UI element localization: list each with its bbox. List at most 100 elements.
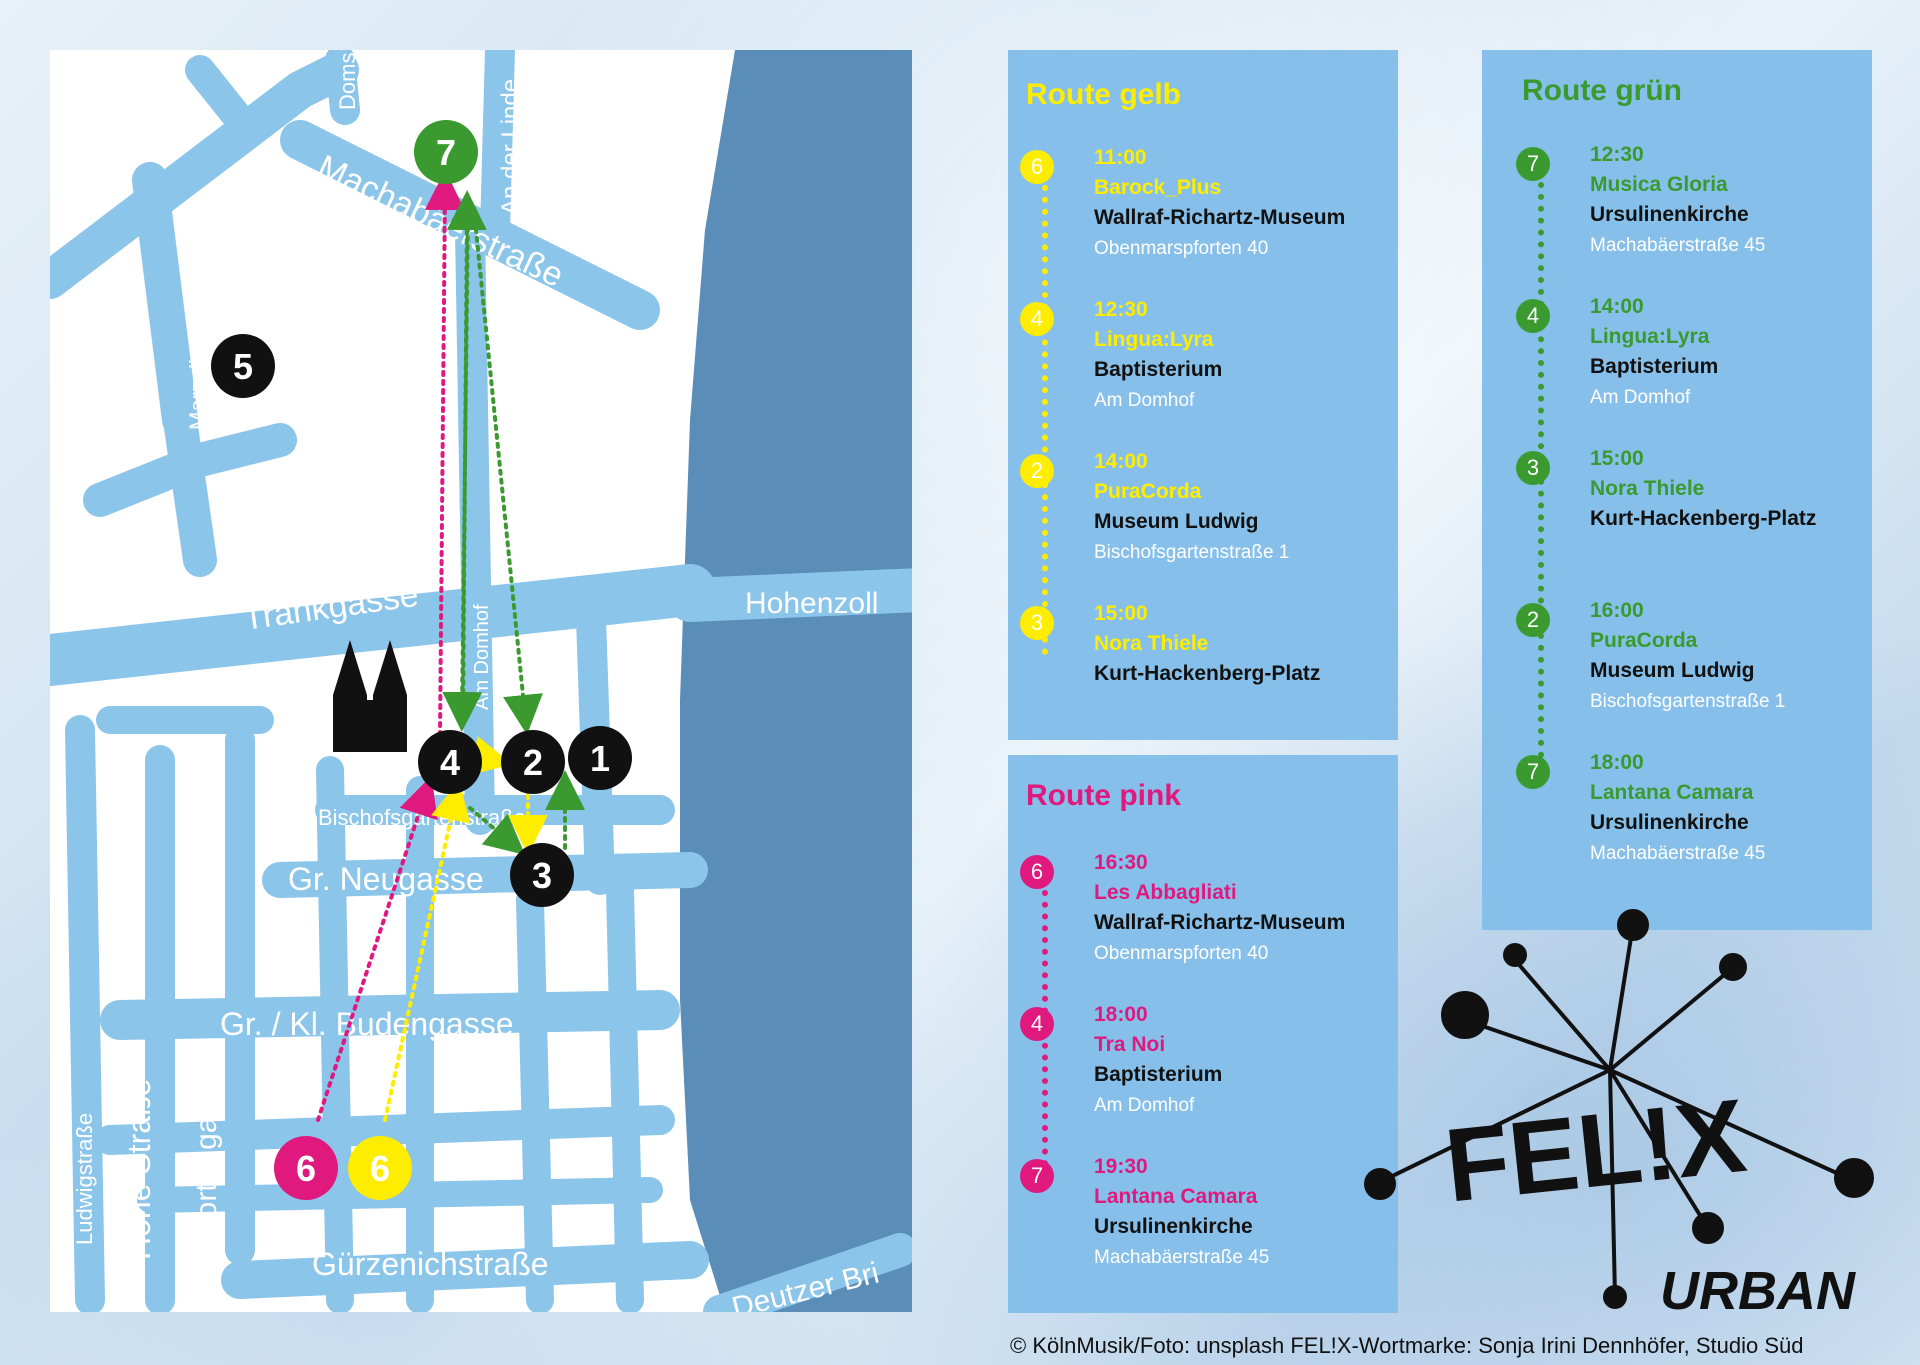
stop-time: 15:00: [1590, 447, 1644, 470]
stop-venue: Kurt-Hackenberg-Platz: [1094, 662, 1321, 685]
stop-address: Bischofsgartenstraße 1: [1590, 691, 1786, 712]
route-pink-connector: [1042, 890, 1048, 1190]
map-marker-label: 4: [440, 742, 460, 783]
stop-artist: Lantana Camara: [1590, 781, 1754, 804]
map-marker-label: 5: [233, 346, 253, 387]
stop-venue: Wallraf-Richartz-Museum: [1094, 206, 1346, 229]
route-gruen-title: Route grün: [1522, 74, 1682, 107]
stop-address: Am Domhof: [1094, 1095, 1195, 1116]
stop-address: Machabäerstraße 45: [1590, 235, 1766, 256]
stop-address: Obenmarspforten 40: [1094, 238, 1269, 259]
stop-artist: Lingua:Lyra: [1094, 328, 1214, 351]
stop-number: 2: [1020, 454, 1054, 488]
stop-number: 3: [1020, 606, 1054, 640]
map-marker-6-yellow: [348, 1136, 412, 1200]
route-gelb-title: Route gelb: [1026, 78, 1181, 111]
stop-venue: Baptisterium: [1590, 355, 1719, 378]
map-marker-label: 2: [523, 742, 543, 783]
street-label: Am Domhof: [471, 604, 493, 710]
street-label: Hohenzoll: [745, 587, 878, 620]
stop-number: 6: [1020, 150, 1054, 184]
stop-number: 7: [1516, 147, 1550, 181]
stop-time: 16:30: [1094, 851, 1148, 874]
stop-time: 16:00: [1590, 599, 1644, 622]
stop-time: 12:30: [1590, 143, 1644, 166]
stop-venue: Ursulinenkirche: [1094, 1215, 1253, 1238]
street-label: Marzellenstraße: [185, 272, 210, 430]
stop-number: 3: [1516, 451, 1550, 485]
street-label: Doms: [335, 53, 360, 110]
stop-address: Obenmarspforten 40: [1094, 943, 1269, 964]
route-lines: [316, 170, 585, 1122]
stop-time: 12:30: [1094, 298, 1148, 321]
stop-number: 4: [1020, 1007, 1054, 1041]
stop-address: Machabäerstraße 45: [1590, 843, 1766, 864]
stop-time: 11:00: [1094, 146, 1147, 169]
stop-time: 18:00: [1590, 751, 1644, 774]
stop-venue: Baptisterium: [1094, 358, 1223, 381]
map-marker-1: [568, 726, 632, 790]
stop-artist: Tra Noi: [1094, 1033, 1166, 1056]
street-label: Gr. / Kl. Budengasse: [220, 1006, 514, 1042]
stop-address: Am Domhof: [1590, 387, 1691, 408]
map-marker-3: [510, 843, 574, 907]
stop-number: 4: [1020, 302, 1054, 336]
map-marker-label: 1: [590, 738, 610, 779]
stop-number: 4: [1516, 299, 1550, 333]
map-marker-2: [501, 730, 565, 794]
map-marker-label: 6: [296, 1148, 316, 1189]
stop-artist: Les Abbagliati: [1094, 881, 1237, 904]
stop-venue: Baptisterium: [1094, 1063, 1223, 1086]
street-network: [50, 50, 912, 1312]
street-label: Gürzenichstraße: [312, 1246, 549, 1282]
map-marker-6-pink: [274, 1136, 338, 1200]
stop-artist: PuraCorda: [1590, 629, 1698, 652]
route-pink-title: Route pink: [1026, 779, 1181, 812]
stop-artist: PuraCorda: [1094, 480, 1202, 503]
street-label: Turi: [230, 53, 255, 90]
map-marker-5: [211, 334, 275, 398]
route-gruen-panel: Route grün 7 12:30 Musica Gloria Ursulin…: [1482, 50, 1872, 930]
stop-address: Bischofsgartenstraße 1: [1094, 542, 1290, 563]
stop-venue: Ursulinenkirche: [1590, 203, 1749, 226]
map-marker-4: [418, 730, 482, 794]
stop-number: 6: [1020, 855, 1054, 889]
street-label: Hohe Straße: [121, 1079, 157, 1260]
photo-credit: © KölnMusik/Foto: unsplash FEL!X-Wortmar…: [1010, 1333, 1804, 1358]
stop-venue: Museum Ludwig: [1590, 659, 1755, 682]
street-label: An der Linde: [497, 79, 524, 215]
street-label: Ludwigstraße: [72, 1113, 97, 1245]
stop-number: 2: [1516, 603, 1550, 637]
stop-venue: Kurt-Hackenberg-Platz: [1590, 507, 1817, 530]
river-rhine: [680, 50, 912, 1312]
street-label: Marspfortengasse: [190, 1070, 223, 1310]
stop-time: 18:00: [1094, 1003, 1148, 1026]
stop-time: 14:00: [1590, 295, 1644, 318]
urban-label: URBAN: [1660, 1261, 1855, 1321]
map-marker-label: 6: [370, 1148, 390, 1189]
stop-venue: Museum Ludwig: [1094, 510, 1259, 533]
stop-address: Am Domhof: [1094, 390, 1195, 411]
stop-number: 7: [1516, 755, 1550, 789]
map-marker-7: [414, 120, 478, 184]
cathedral-icon: [333, 640, 407, 752]
stop-artist: Musica Gloria: [1590, 173, 1728, 196]
stop-artist: Nora Thiele: [1094, 632, 1209, 655]
route-gelb-panel: Route gelb 6 11:00 Barock_Plus Wallraf-R…: [1008, 50, 1398, 740]
stop-artist: Nora Thiele: [1590, 477, 1705, 500]
felix-wordmark: FEL!X: [1440, 1078, 1751, 1225]
stop-venue: Ursulinenkirche: [1590, 811, 1749, 834]
stop-venue: Wallraf-Richartz-Museum: [1094, 911, 1346, 934]
stop-number: 7: [1020, 1159, 1054, 1193]
route-pink-panel: Route pink 6 16:30 Les Abbagliati Wallra…: [1008, 755, 1398, 1313]
stop-address: Machabäerstraße 45: [1094, 1247, 1270, 1268]
map-marker-label: 7: [436, 132, 456, 173]
felix-logo: FEL!X: [1364, 909, 1874, 1309]
stop-time: 14:00: [1094, 450, 1148, 473]
map-marker-label: 3: [532, 855, 552, 896]
stop-artist: Lingua:Lyra: [1590, 325, 1710, 348]
stop-time: 19:30: [1094, 1155, 1148, 1178]
street-label: Gr. Neugasse: [288, 861, 484, 897]
stop-time: 15:00: [1094, 602, 1148, 625]
